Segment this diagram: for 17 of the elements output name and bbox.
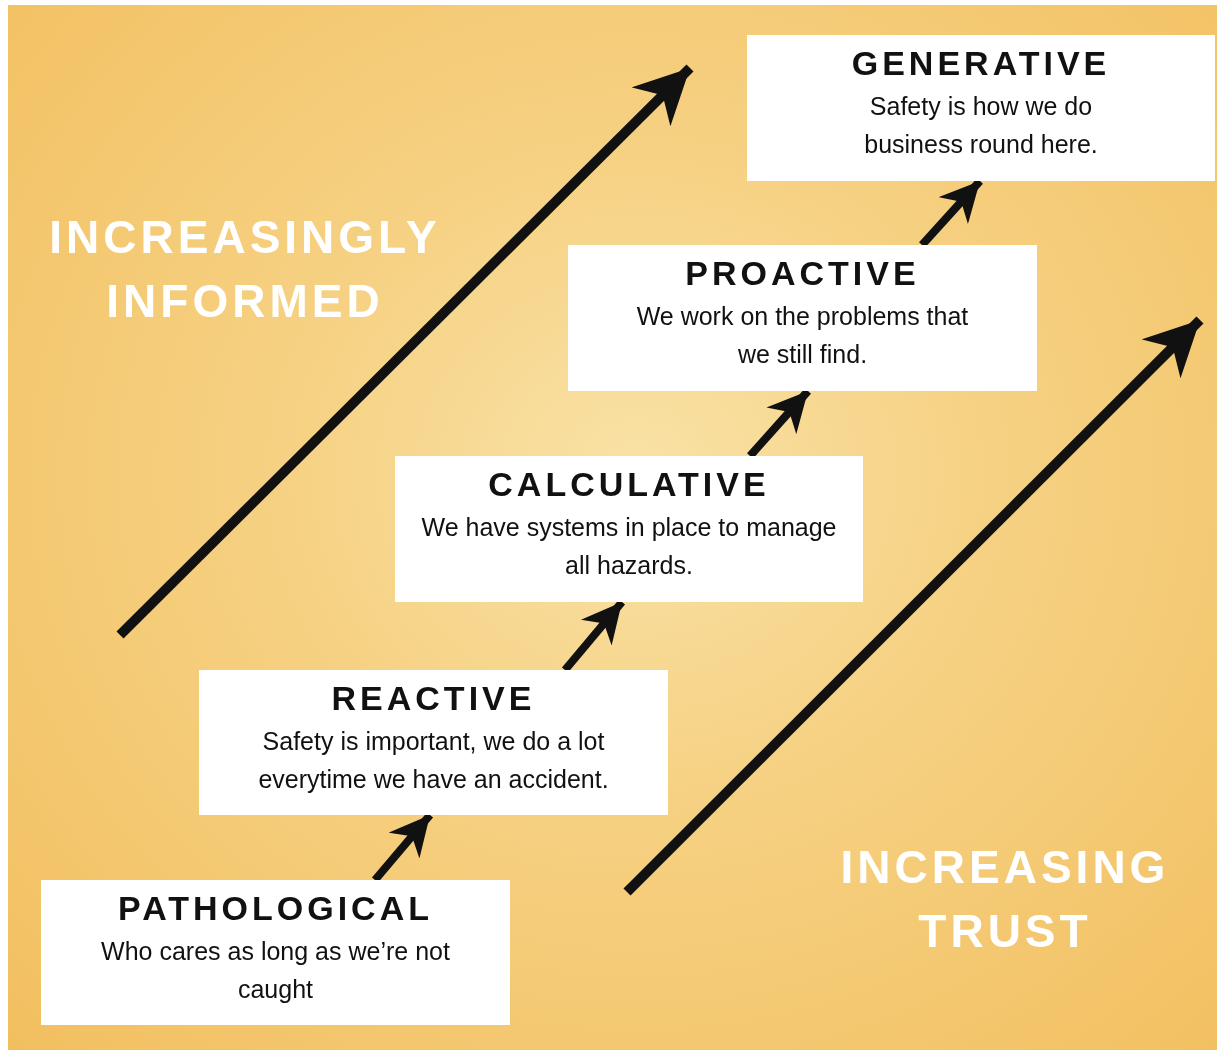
stage-title: PROACTIVE: [684, 253, 921, 293]
axis-label: INCREASINGLY INFORMED: [48, 210, 442, 329]
stage-description: We work on the problems that we still find.: [635, 301, 970, 370]
stage-title: PATHOLOGICAL: [117, 888, 434, 928]
stage-title: GENERATIVE: [850, 43, 1112, 83]
stage-box: [41, 880, 510, 1025]
axis-label: INCREASING TRUST: [839, 840, 1171, 959]
stage-box: [199, 670, 668, 815]
stage-box: [747, 35, 1215, 181]
stage-description: Who cares as long as we’re not caught: [100, 936, 451, 1005]
stage-description: We have systems in place to manage all hazards.: [420, 512, 838, 581]
stage-box: [568, 245, 1037, 391]
stage-description: Safety is how we do business round here.: [863, 91, 1099, 160]
stage-title: REACTIVE: [330, 678, 537, 718]
stage-title: CALCULATIVE: [487, 464, 771, 504]
stage-description: Safety is important, we do a lot everytime we have an accident.: [257, 726, 610, 795]
stage-box: [395, 456, 863, 602]
